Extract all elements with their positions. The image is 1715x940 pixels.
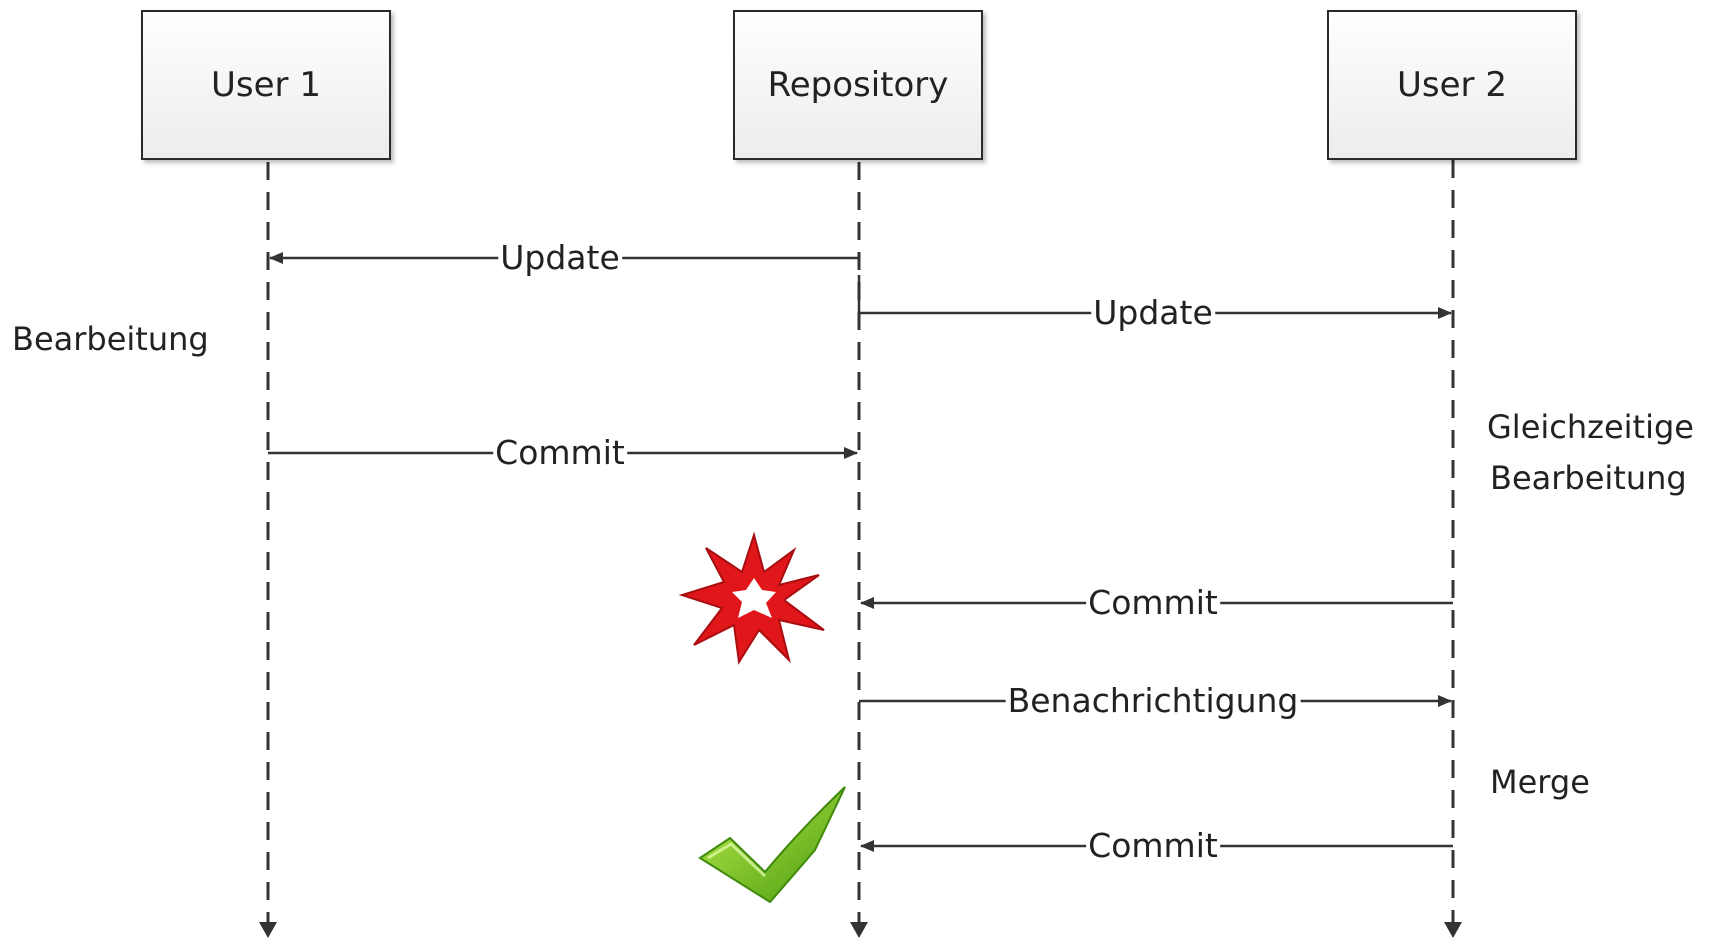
note-bearbeitung: Bearbeitung [12, 320, 209, 358]
message-label-update-user2: Update [1091, 292, 1215, 332]
participant-repository: Repository [733, 10, 983, 160]
message-label-commit-user2-merge: Commit [1086, 825, 1220, 865]
participant-label: User 2 [1397, 65, 1507, 105]
note-merge: Merge [1490, 763, 1590, 801]
checkmark-icon [698, 786, 846, 904]
participant-user2: User 2 [1327, 10, 1577, 160]
message-label-commit-user2-conflict: Commit [1086, 582, 1220, 622]
message-label-update-user1: Update [498, 237, 622, 277]
lifeline-end-arrow-user1 [259, 922, 277, 938]
note-gleichzeitige-line2: Bearbeitung [1490, 459, 1687, 497]
participant-user1: User 1 [141, 10, 391, 160]
participant-label: Repository [767, 65, 949, 105]
message-label-benachrichtigung: Benachrichtigung [1005, 680, 1301, 720]
message-label-commit-user1: Commit [493, 432, 627, 472]
lifeline-end-arrow-user2 [1444, 922, 1462, 938]
note-gleichzeitige-line1: Gleichzeitige [1487, 408, 1694, 446]
explosion-icon [678, 531, 825, 665]
lifeline-end-arrow-repository [850, 922, 868, 938]
message-arrow-update-user2 [857, 275, 1452, 319]
participant-label: User 1 [211, 65, 321, 105]
